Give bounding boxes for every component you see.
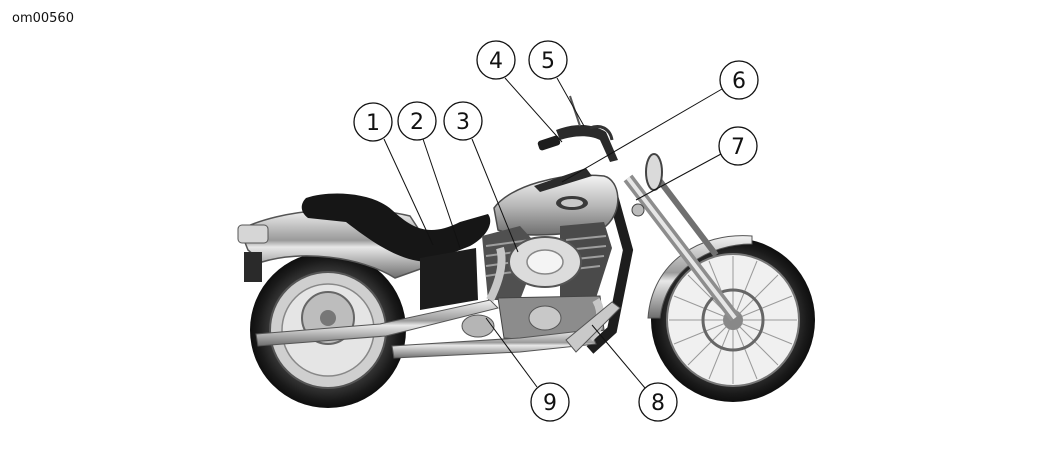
leader-lines (383, 77, 723, 389)
front-wheel (651, 238, 815, 402)
callout-9: 9 (530, 382, 570, 422)
callout-3: 3 (443, 101, 483, 141)
callout-label: 6 (732, 69, 746, 94)
leader-line-8 (591, 324, 646, 389)
callout-1: 1 (353, 102, 393, 142)
handlebars (537, 95, 618, 162)
callout-7: 7 (718, 126, 758, 166)
leader-line-9 (485, 317, 538, 388)
callout-6: 6 (719, 60, 759, 100)
figure-id: om00560 (12, 11, 74, 26)
callout-label: 4 (489, 49, 503, 74)
callout-4: 4 (476, 40, 516, 80)
leader-line-7 (635, 153, 722, 201)
callout-5: 5 (528, 40, 568, 80)
callout-8: 8 (638, 382, 678, 422)
callout-2: 2 (397, 101, 437, 141)
callout-label: 2 (410, 110, 424, 135)
callout-label: 8 (651, 391, 665, 416)
callout-label: 1 (366, 111, 380, 136)
leader-line-3 (471, 138, 519, 253)
leader-line-5 (556, 77, 585, 127)
leader-line-1 (383, 138, 434, 246)
motorcycle (237, 95, 815, 408)
leader-line-4 (504, 77, 563, 143)
callout-label: 5 (541, 49, 555, 74)
leader-line-2 (422, 138, 461, 249)
callout-label: 9 (543, 391, 557, 416)
callout-label: 3 (456, 110, 470, 135)
leader-line-6 (561, 88, 723, 183)
callout-label: 7 (731, 135, 745, 160)
